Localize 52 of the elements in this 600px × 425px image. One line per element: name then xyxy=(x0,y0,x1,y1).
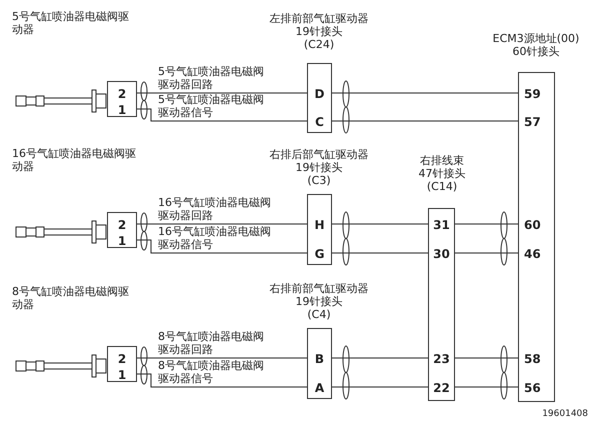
component-title: 右排后部气缸驱动器 xyxy=(268,148,370,161)
component-title: 60针接头 xyxy=(512,45,560,58)
pin-number: 23 xyxy=(429,349,454,369)
component-title: (C3) xyxy=(306,174,332,187)
pin-number: 1 xyxy=(108,368,136,382)
component-title: 16号气缸喷油器电磁阀驱动器 xyxy=(12,147,137,173)
pin-number: 46 xyxy=(519,244,554,264)
component-title: 19针接头 xyxy=(294,25,344,38)
pin-number: 1 xyxy=(108,234,136,248)
figure-number: 19601408 xyxy=(542,409,588,419)
wire xyxy=(332,386,428,388)
wire-label: 16号气缸喷油器电磁阀驱动器回路 xyxy=(158,197,272,222)
component-title: 左排前部气缸驱动器 xyxy=(268,12,370,25)
pin-number: 2 xyxy=(108,352,136,366)
pin-number: 1 xyxy=(108,102,136,118)
wire xyxy=(136,92,308,94)
component-title: (C14) xyxy=(426,180,458,193)
component-title: ECM3源地址(00) xyxy=(492,32,580,45)
wire-label: 16号气缸喷油器电磁阀驱动器信号 xyxy=(158,226,272,251)
pin-number: A xyxy=(308,378,331,398)
pin-number: 2 xyxy=(108,218,136,232)
component-title: 19针接头 xyxy=(294,295,344,308)
component-title: 右排前部气缸驱动器 xyxy=(268,282,370,295)
component-title: 19针接头 xyxy=(294,161,344,174)
wire xyxy=(454,252,518,254)
pin-number: B xyxy=(308,349,331,369)
pin-number: H xyxy=(308,215,331,235)
pin-number: D xyxy=(308,84,331,104)
wire xyxy=(136,108,308,122)
pin-number: 57 xyxy=(519,112,554,132)
wire xyxy=(332,92,518,94)
pin-number: 58 xyxy=(519,349,554,369)
pin-number: 60 xyxy=(519,215,554,235)
component-title: (C24) xyxy=(302,38,336,51)
pin-number: 31 xyxy=(429,215,454,235)
wire xyxy=(332,120,518,122)
pin-number: 59 xyxy=(519,84,554,104)
pin-number: 2 xyxy=(108,86,136,102)
wire xyxy=(454,386,518,388)
pin-number: C xyxy=(308,112,331,132)
component-title: 5号气缸喷油器电磁阀驱动器 xyxy=(12,10,130,36)
wire xyxy=(136,374,308,388)
pin-number: G xyxy=(308,244,331,264)
component-title: 右排线束 xyxy=(419,154,465,167)
wire xyxy=(136,240,308,254)
pin-number: 22 xyxy=(429,378,454,398)
component-title: (C4) xyxy=(306,308,332,321)
wire xyxy=(332,252,428,254)
pin-number: 56 xyxy=(519,378,554,398)
pin-number: 30 xyxy=(429,244,454,264)
component-title: 47针接头 xyxy=(418,167,466,180)
component-title: 8号气缸喷油器电磁阀驱动器 xyxy=(12,285,130,311)
